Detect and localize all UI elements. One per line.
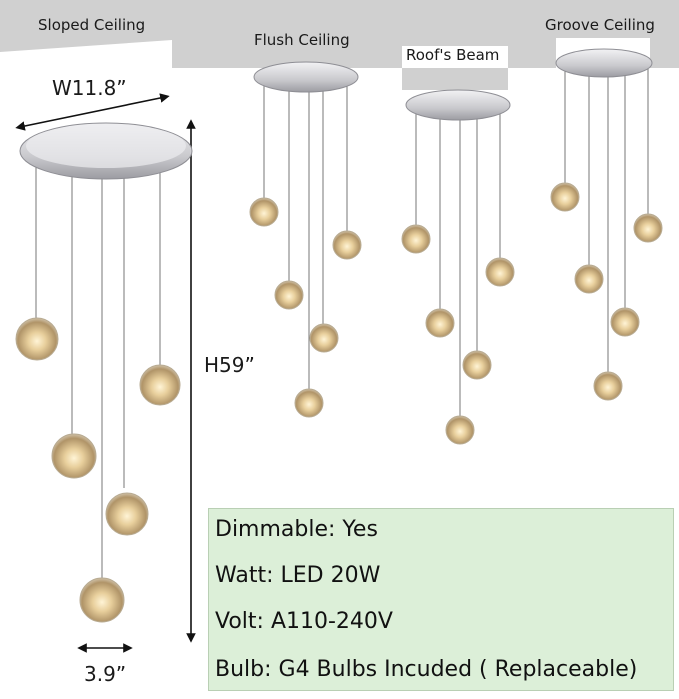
- pendant-beam: [401, 89, 515, 445]
- spec-bulb: Bulb: G4 Bulbs Incuded ( Replaceable): [215, 657, 638, 682]
- shade-dimension: 3.9”: [84, 662, 127, 686]
- height-dimension: H59”: [204, 353, 255, 377]
- ceiling-shape: [0, 0, 679, 68]
- label-sloped-ceiling: Sloped Ceiling: [38, 16, 146, 34]
- label-roof-beam: Roof's Beam: [406, 46, 500, 64]
- roof-beam: [402, 68, 508, 90]
- spec-volt: Volt: A110-240V: [215, 609, 393, 634]
- label-flush-ceiling: Flush Ceiling: [254, 31, 350, 49]
- spec-watt: Watt: LED 20W: [215, 563, 381, 588]
- spec-panel: Dimmable: Yes Watt: LED 20W Volt: A110-2…: [208, 508, 674, 691]
- spec-dimmable: Dimmable: Yes: [215, 517, 378, 542]
- pendant-large: [15, 122, 193, 623]
- width-dimension: W11.8”: [52, 76, 127, 100]
- width-arrow: [15, 93, 170, 131]
- label-groove-ceiling: Groove Ceiling: [545, 16, 655, 34]
- pendant-flush: [249, 61, 362, 418]
- pendant-groove: [550, 48, 663, 401]
